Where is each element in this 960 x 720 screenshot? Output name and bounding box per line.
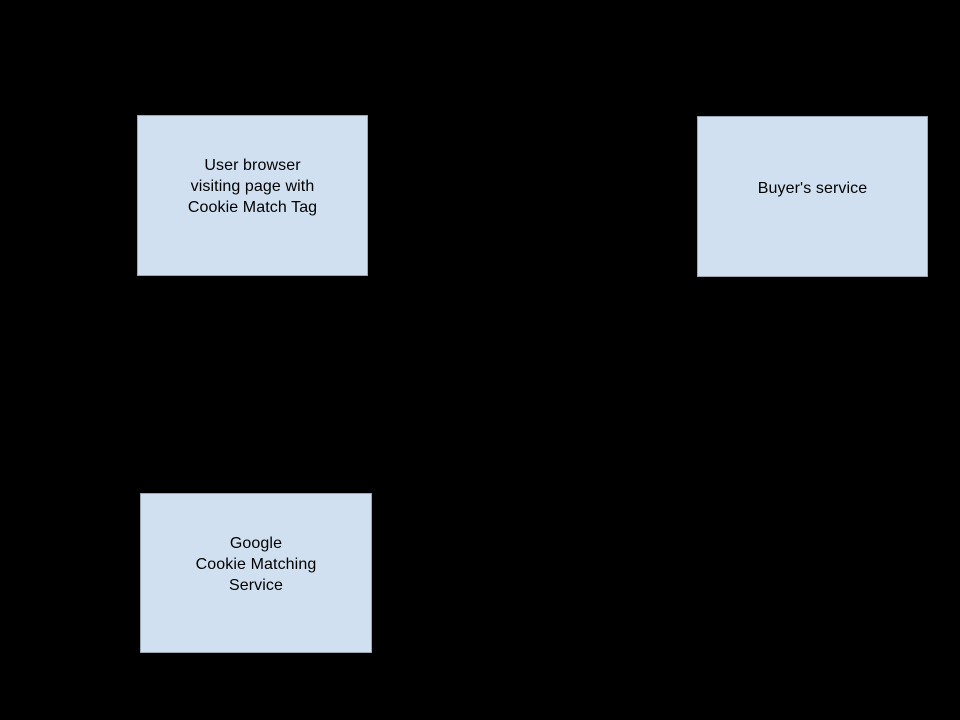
node-buyers-service[interactable]: Buyer's service — [697, 116, 928, 277]
node-user-browser[interactable]: User browser visiting page with Cookie M… — [137, 115, 368, 276]
node-user-browser-label: User browser visiting page with Cookie M… — [187, 157, 318, 216]
node-google-cookie-matching[interactable]: Google Cookie Matching Service — [140, 493, 372, 653]
node-google-cookie-matching-label: Google Cookie Matching Service — [195, 534, 317, 594]
node-buyers-service-label: Buyer's service — [757, 180, 868, 197]
